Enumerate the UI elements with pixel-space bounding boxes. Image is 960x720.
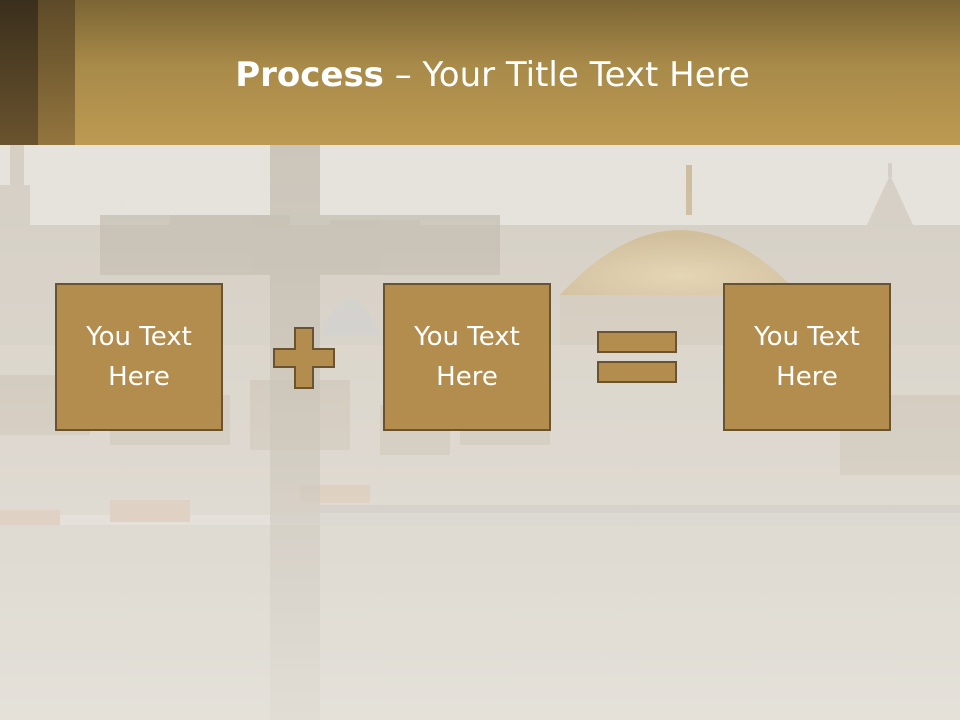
city-skyline-image (0, 145, 960, 720)
process-step-3[interactable]: You Text Here (723, 283, 891, 431)
step-2-line-2: Here (436, 362, 498, 392)
step-3-line-1: You Text (754, 322, 860, 352)
header-accent-dark (0, 0, 38, 145)
process-step-1[interactable]: You Text Here (55, 283, 223, 431)
equals-icon[interactable] (597, 331, 677, 385)
plus-icon[interactable] (273, 327, 335, 389)
slide-title-bold: Process (235, 55, 384, 95)
background-photo (0, 145, 960, 720)
step-1-line-2: Here (108, 362, 170, 392)
process-step-2[interactable]: You Text Here (383, 283, 551, 431)
step-1-line-1: You Text (86, 322, 192, 352)
title-bar (0, 0, 960, 145)
step-2-line-1: You Text (414, 322, 520, 352)
header-accent-mid (38, 0, 75, 145)
step-3-line-2: Here (776, 362, 838, 392)
slide-title-rest: – Your Title Text Here (383, 55, 750, 95)
slide-title[interactable]: Process – Your Title Text Here (0, 52, 960, 98)
